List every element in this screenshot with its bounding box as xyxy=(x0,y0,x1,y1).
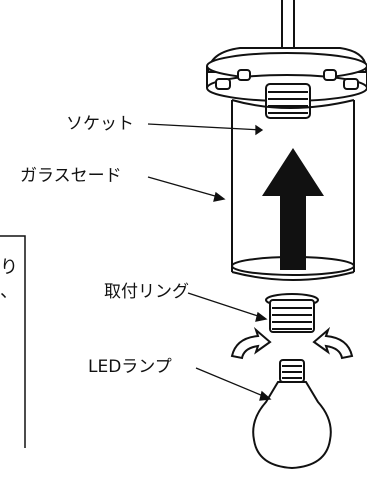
label-led-lamp: LEDランプ xyxy=(88,357,172,377)
side-panel-text-1: り xyxy=(0,257,18,278)
mounting-ring xyxy=(265,293,319,333)
rotate-left-icon xyxy=(230,326,272,360)
label-glass-shade: ガラスセード xyxy=(20,166,122,186)
up-arrow-icon xyxy=(262,148,324,270)
ceiling-canopy xyxy=(206,47,367,102)
led-lamp xyxy=(252,359,332,470)
side-panel-frame xyxy=(0,235,26,448)
rotate-right-icon xyxy=(312,326,354,360)
label-socket: ソケット xyxy=(66,114,134,134)
socket xyxy=(265,83,311,119)
side-panel-text-2: 、 xyxy=(0,281,18,302)
hanging-cord xyxy=(281,0,295,50)
label-mounting-ring: 取付リング xyxy=(104,282,189,302)
leader-lines xyxy=(147,123,272,401)
